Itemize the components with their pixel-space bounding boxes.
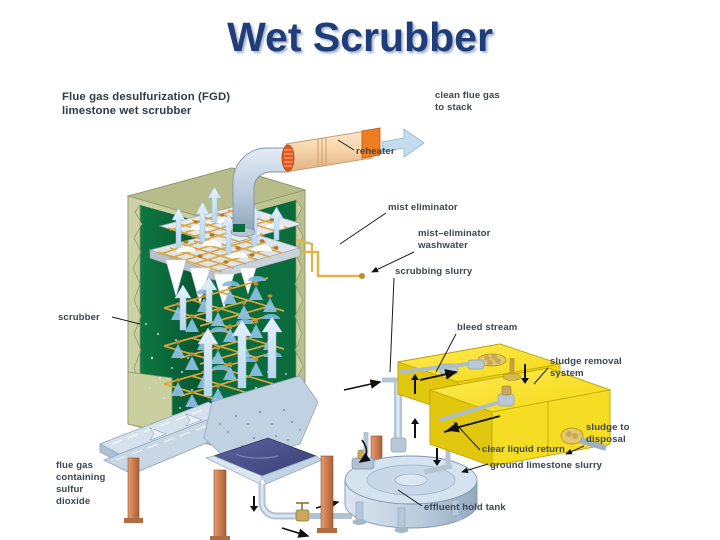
- reheater-outlet-band: [361, 127, 381, 159]
- hold-tank-down-arrow: [433, 448, 441, 466]
- sludge-arrow-left-1: [446, 415, 501, 433]
- leader-washwater: [371, 251, 415, 273]
- sump-flow-arrow-right: [281, 527, 310, 538]
- hold-tank-manway: [394, 473, 428, 487]
- label-clear-liquid-return: clear liquid return: [482, 444, 565, 455]
- leader-mist-eliminator: [339, 212, 387, 245]
- gas-flow-arrows-lower: [174, 276, 283, 397]
- label-scrubbing-slurry: scrubbing slurry: [395, 266, 473, 277]
- label-sludge-disposal-line1: sludge to: [586, 422, 630, 433]
- sump-discharge-valve: [295, 502, 310, 522]
- label-clean-flue-gas-line2: to stack: [435, 102, 473, 113]
- effluent-hold-tank: [344, 432, 478, 533]
- scrubber-sump: [203, 375, 352, 538]
- label-flue-gas-line1: flue gas: [56, 460, 93, 471]
- mist-eliminator-deck-lower-edge2: [213, 247, 301, 281]
- sludge-arrow-up-2: [411, 418, 419, 438]
- label-scrubber: scrubber: [58, 312, 100, 323]
- washwater-pipe-end: [359, 273, 365, 279]
- sump-flow-arrow-down: [250, 496, 258, 512]
- label-sludge-disposal-line2: disposal: [586, 434, 626, 445]
- inlet-flow-arrow-1: [149, 427, 167, 441]
- label-bleed-stream: bleed stream: [457, 322, 517, 333]
- reheater-assembly: [230, 127, 425, 237]
- label-clean-flue-gas-line1: clean flue gas: [435, 90, 500, 101]
- spray-header-nozzles-a: [175, 282, 273, 318]
- slurry-inlet-arrow: [343, 379, 382, 391]
- washwater-pipe-branch: [295, 238, 314, 272]
- sump-downspout-highlight: [260, 484, 300, 518]
- figure-caption-line2: limestone wet scrubber: [62, 105, 192, 117]
- reheater-bands: [317, 138, 327, 167]
- sludge-arrow-down-1: [521, 364, 529, 384]
- label-flue-gas-line2: containing: [56, 472, 106, 483]
- label-sludge-removal-line2: system: [550, 368, 584, 379]
- sump-splash-wall: [203, 375, 319, 465]
- reheater-coil-lines: [284, 149, 293, 167]
- sludge-arrow-up-1: [411, 374, 419, 394]
- inlet-flow-arrow-2: [185, 413, 203, 427]
- support-base-3: [317, 528, 337, 533]
- leader-scrubber: [111, 316, 141, 325]
- support-base-1: [124, 518, 143, 523]
- label-washwater-line2: washwater: [417, 240, 468, 251]
- sump-liquid-swirl: [235, 453, 279, 459]
- spray-fans: [171, 286, 277, 407]
- support-column-3: [320, 455, 334, 531]
- clean-gas-arrow: [381, 128, 425, 158]
- wet-scrubber-diagram: Flue gas desulfurization (FGD) limestone…: [0, 72, 720, 540]
- leader-sludge-disposal: [565, 445, 585, 455]
- slurry-pump-body: [390, 437, 407, 453]
- support-column-1: [127, 457, 140, 521]
- page-title: Wet Scrubber: [227, 14, 493, 60]
- sludge-front-box-right: [491, 389, 611, 467]
- leader-clear-liquid-return: [453, 421, 481, 451]
- label-flue-gas-line3: sulfur: [56, 484, 83, 495]
- hold-tank-nozzles: [352, 499, 463, 533]
- figure-caption-line1: Flue gas desulfurization (FGD): [62, 91, 230, 103]
- label-sludge-removal-line1: sludge removal: [550, 356, 622, 367]
- support-base-2: [210, 536, 230, 540]
- mist-eliminator-washwater-pipe: [295, 238, 365, 279]
- leader-effluent-hold-tank: [397, 489, 423, 507]
- label-reheater: reheater: [356, 146, 395, 157]
- sludge-arrow-right-1: [419, 369, 458, 381]
- label-ground-limestone-slurry: ground limestone slurry: [490, 460, 603, 471]
- hold-tank-outlet-pipe: [423, 463, 453, 475]
- label-effluent-hold-tank: effluent hold tank: [424, 502, 506, 513]
- leader-sludge-removal: [533, 367, 549, 385]
- hold-tank-inflow-arrow: [358, 439, 371, 463]
- outlet-duct-elbow: [232, 147, 289, 233]
- leader-bleed-stream: [435, 333, 457, 373]
- leader-ground-limestone-slurry: [461, 463, 489, 474]
- support-column-2: [213, 469, 227, 539]
- sump-downspout: [258, 484, 300, 520]
- sludge-removal-system: [397, 343, 612, 467]
- label-washwater-line1: mist–eliminator: [418, 228, 491, 239]
- leader-scrubbing-slurry: [389, 277, 395, 373]
- leader-reheater: [337, 139, 355, 151]
- support-columns: [124, 435, 383, 540]
- spray-header-nozzles-c: [175, 358, 259, 394]
- sludge-rear-equipment: [399, 353, 522, 381]
- label-mist-eliminator: mist eliminator: [388, 202, 458, 213]
- washwater-pipe-run: [302, 250, 360, 278]
- duct-green-liner: [233, 224, 245, 232]
- label-flue-gas-line4: dioxide: [56, 496, 90, 507]
- sludge-front-equipment: [439, 385, 515, 422]
- sludge-discharge-nozzle: [560, 427, 607, 451]
